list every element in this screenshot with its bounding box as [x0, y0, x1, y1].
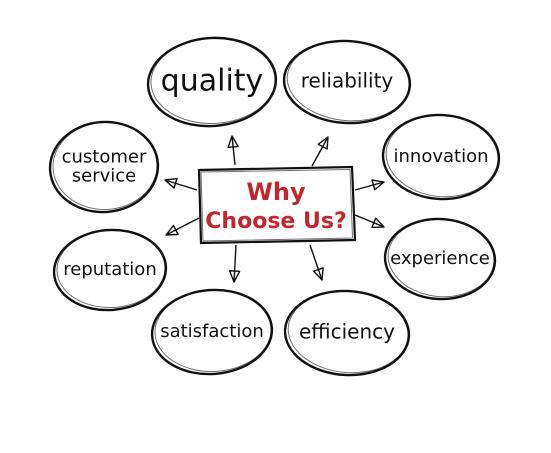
arrowhead-customer-service [164, 177, 178, 189]
node-oval-sketch-innovation [385, 114, 499, 198]
node-oval-innovation [381, 113, 501, 201]
node-oval-reputation [52, 228, 168, 312]
node-oval-quality [146, 36, 278, 128]
node-label-reliability: reliability [301, 69, 394, 93]
node-oval-satisfaction [150, 288, 274, 376]
connector-efficiency [309, 244, 323, 281]
connector-satisfaction [233, 244, 237, 283]
node-label-efficiency: efficiency [299, 320, 395, 344]
arrowhead-satisfaction [228, 270, 241, 283]
node-label-reputation: reputation [63, 259, 156, 280]
connector-reputation [165, 217, 200, 236]
node-oval-customer-service [48, 120, 160, 214]
arrowhead-quality [227, 135, 239, 149]
connector-innovation [354, 181, 385, 191]
center-title-line2: Choose Us? [205, 209, 346, 234]
node-oval-sketch-experience [387, 218, 495, 298]
center-box-sketch [200, 168, 354, 242]
node-label-satisfaction: satisfaction [160, 321, 264, 342]
connector-reliability [311, 136, 329, 167]
node-label-innovation: innovation [394, 146, 489, 167]
node-satisfaction: satisfaction [150, 288, 274, 376]
arrowhead-experience [371, 217, 385, 229]
node-oval-sketch-efficiency [287, 290, 409, 374]
node-oval-sketch-quality [150, 37, 276, 124]
connector-quality [231, 135, 236, 166]
node-oval-sketch-reliability [286, 40, 410, 122]
node-oval-experience [383, 217, 497, 301]
node-oval-sketch-reputation [56, 229, 166, 308]
center-box [197, 165, 357, 245]
arrowhead-reputation [165, 224, 179, 236]
node-quality: quality [146, 36, 278, 128]
node-oval-reliability [282, 39, 412, 125]
node-label-experience: experience [390, 248, 490, 269]
node-oval-efficiency [283, 289, 411, 377]
connector-experience [354, 214, 385, 228]
node-label-quality: quality [161, 64, 264, 99]
node-oval-sketch-satisfaction [154, 289, 272, 372]
center-title-line1: Why [246, 178, 306, 206]
arrowhead-efficiency [313, 267, 324, 281]
node-innovation: innovation [381, 113, 501, 201]
node-efficiency: efficiency [283, 289, 411, 377]
arrowhead-innovation [371, 179, 385, 191]
node-label-customer-service-1: customer [62, 147, 147, 168]
center-node: Why Choose Us? [197, 165, 357, 245]
connector-customer-service [164, 179, 198, 191]
node-oval-sketch-customer-service [52, 121, 158, 210]
node-experience: experience [383, 217, 497, 301]
node-reputation: reputation [52, 228, 168, 312]
connector-layer [164, 135, 385, 283]
node-label-customer-service-2: service [72, 165, 136, 186]
arrowhead-reliability [317, 136, 329, 150]
node-reliability: reliability [282, 39, 412, 125]
